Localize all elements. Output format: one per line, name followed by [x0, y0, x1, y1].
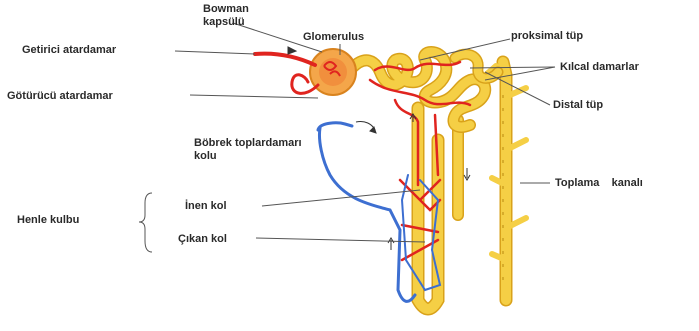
bowman-capsule — [310, 49, 356, 95]
label-efferent-arteriole: Götürücü atardamar — [7, 90, 113, 103]
label-collecting-duct: Toplama kanalı — [555, 177, 643, 190]
label-glomerulus: Glomerulus — [303, 31, 364, 44]
label-bowman-capsule: Bowman kapsülü — [203, 3, 273, 29]
label-afferent-arteriole: Getirici atardamar — [22, 44, 116, 57]
label-distal-tubule: Distal tüp — [553, 99, 603, 112]
label-henle-loop: Henle kulbu — [17, 214, 79, 227]
label-ascending-limb: Çıkan kol — [178, 233, 227, 246]
label-descending-limb: İnen kol — [185, 200, 227, 213]
label-renal-vein-branch: Böbrek toplardamarı kolu — [194, 137, 314, 163]
label-proximal-tubule: proksimal tüp — [511, 30, 583, 43]
label-capillaries: Kılcal damarlar — [560, 61, 639, 74]
